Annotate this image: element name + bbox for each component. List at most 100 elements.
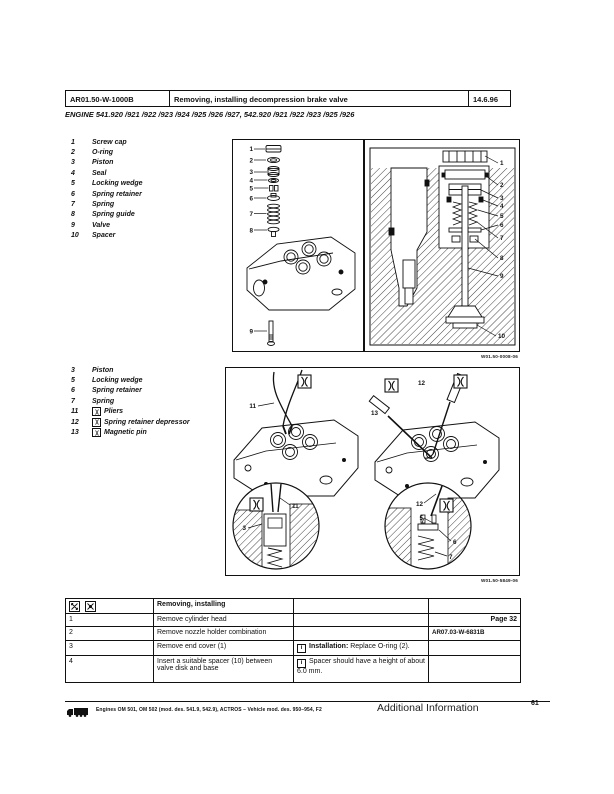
parts-list-item: 7 Spring [71, 396, 190, 406]
doc-number: AR01.50-W-1000B [66, 91, 170, 106]
figure-label: 1 [249, 146, 253, 153]
figure-label: 5 [419, 515, 423, 522]
figure-label: 11 [292, 503, 299, 510]
special-tool-icon [384, 378, 399, 393]
special-tool-icon [453, 374, 468, 389]
figure-label: 8 [249, 228, 253, 235]
step-number: 2 [65, 626, 154, 641]
part-label: Spring [92, 201, 115, 209]
figure-label: 5 [500, 213, 504, 220]
part-label: Spring retainer [92, 387, 142, 395]
step-reference: AR07.03-W-6831B [428, 626, 521, 641]
figure-label: 13 [371, 410, 379, 417]
spring-part [267, 203, 280, 225]
part-number: 5 [71, 180, 75, 188]
special-tool-icon [297, 374, 312, 389]
cylinder-head-left [233, 419, 359, 497]
figure-label: 8 [500, 255, 504, 262]
figure-label: 3 [249, 169, 253, 176]
part-label: O-ring [92, 149, 113, 157]
part-label: Piston [92, 366, 114, 374]
spacer-section [452, 322, 478, 329]
seal-part [268, 178, 279, 183]
part-number: 10 [71, 232, 79, 240]
spring-guide-part [267, 226, 280, 233]
procedure-table: Removing, installing 1 Remove cylinder h… [65, 598, 521, 683]
page-title: Removing, installing decompression brake… [170, 91, 469, 106]
figure-label: 2 [500, 182, 504, 189]
special-tool-icon [439, 498, 454, 513]
part-label: Spring retainer [92, 190, 142, 198]
part-number: 6 [71, 387, 75, 395]
part-number: 11 [71, 408, 79, 416]
step-number: 4 [65, 655, 154, 683]
figure-label: 7 [249, 211, 253, 218]
cylinder-head-drawing [246, 236, 356, 311]
part-number: 3 [71, 366, 75, 374]
part-number: 2 [71, 149, 75, 157]
table-header-row: Removing, installing [65, 598, 521, 614]
info-icon: i [297, 643, 306, 653]
parts-list-item: 7 Spring [71, 199, 143, 209]
part-label: Screw cap [92, 138, 127, 146]
parts-list-item: 3 Piston [71, 365, 190, 375]
part-number: 7 [71, 201, 75, 209]
part-number: 5 [71, 377, 75, 385]
figure-label: 6 [249, 196, 253, 203]
table-row: 4 Insert a suitable spacer (10) between … [65, 655, 521, 683]
step-number: 3 [65, 640, 154, 656]
truck-icon [66, 704, 90, 722]
figure-label: 6 [453, 539, 457, 546]
figure-exploded-view: 1 2 3 4 5 6 7 8 9 [232, 139, 364, 352]
parts-list-item: 12 Spring retainer depressor [71, 417, 190, 427]
part-number: 6 [71, 190, 75, 198]
figure-label: 7 [449, 554, 453, 561]
figure-tool-usage: 11 13 12 11 3 12 5 6 7 [225, 367, 520, 576]
part-number: 12 [71, 418, 79, 426]
part-number: 7 [71, 397, 75, 405]
special-tool-icon [92, 417, 101, 427]
special-tool-icon [92, 407, 101, 417]
installing-arrows-icon [84, 600, 96, 612]
parts-list-item: 6 Spring retainer [71, 386, 190, 396]
piston-detail [263, 513, 287, 547]
figure-label: 3 [242, 525, 246, 532]
part-label: Spring guide [92, 211, 135, 219]
part-number: 1 [71, 138, 75, 146]
figure-label: 5 [249, 186, 253, 193]
figure-label: 12 [418, 380, 426, 387]
table-row: 1 Remove cylinder head Page 32 [65, 613, 521, 627]
step-action: Remove nozzle holder combination [153, 626, 294, 641]
magnetic-pin-tool [368, 394, 433, 459]
step-action: Remove cylinder head [153, 613, 294, 627]
page-number: 61 [531, 700, 539, 707]
header-table: AR01.50-W-1000B Removing, installing dec… [65, 90, 511, 107]
parts-list-item: 2 O-ring [71, 147, 143, 157]
figure-label: 6 [500, 222, 504, 229]
o-ring-part [267, 156, 280, 164]
part-label: Spring [92, 397, 115, 405]
part-label: Locking wedge [92, 377, 143, 385]
part-number: 13 [71, 429, 79, 437]
part-label: Magnetic pin [104, 429, 147, 437]
figure-label: 11 [249, 403, 256, 410]
cross-section-drawing: 1 2 3 4 5 6 7 8 9 10 [369, 147, 516, 346]
parts-list-item: 13 Magnetic pin [71, 427, 190, 438]
figure-label: 10 [498, 333, 506, 340]
table-title: Removing, installing [153, 598, 294, 614]
engine-models: ENGINE 541.920 /921 /922 /923 /924 /925 … [65, 110, 355, 119]
part-label: Spring retainer depressor [104, 418, 190, 426]
parts-list-item: 6 Spring retainer [71, 189, 143, 199]
valve-part [267, 320, 275, 346]
spring-detail [417, 535, 435, 561]
